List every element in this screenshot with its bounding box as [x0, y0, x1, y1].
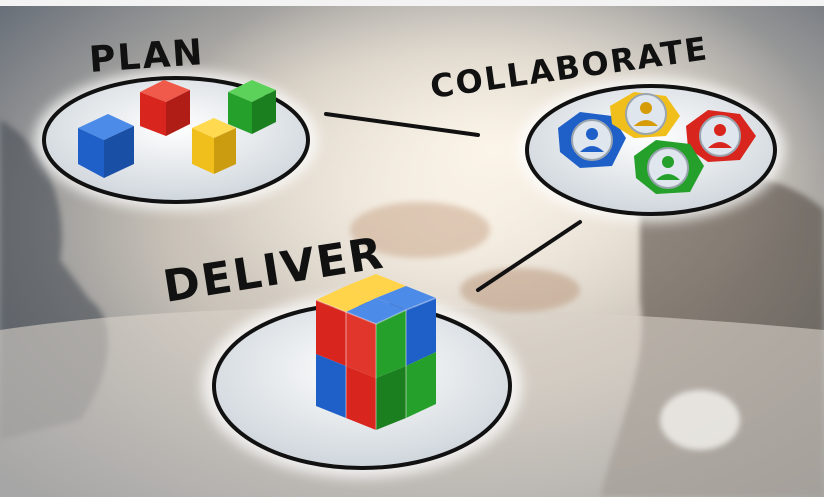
plan-yellow-cube — [192, 118, 236, 174]
plan-red-cube — [140, 80, 190, 136]
collaborate-yellow-token — [610, 92, 680, 138]
collaborate-blue-token — [558, 112, 626, 168]
plan-platform — [34, 70, 318, 210]
deliver-platform — [202, 274, 522, 478]
collaborate-platform — [517, 78, 785, 222]
collaborate-red-token — [686, 110, 756, 162]
plan-label: PLAN — [88, 32, 206, 81]
connector-plan-collaborate — [324, 112, 480, 137]
plan-green-cube — [228, 80, 276, 134]
deliver-combined-cube — [315, 274, 437, 430]
connector-collaborate-deliver — [476, 220, 582, 292]
plan-blue-cube — [78, 114, 134, 178]
collaborate-green-token — [634, 140, 704, 194]
